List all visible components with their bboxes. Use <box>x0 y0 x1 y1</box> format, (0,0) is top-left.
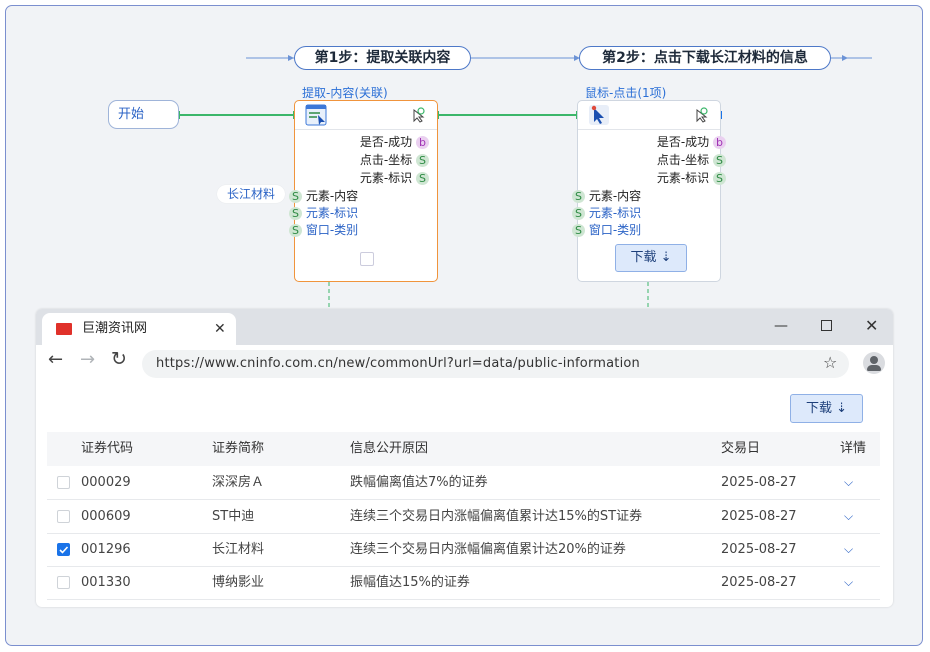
node1-input-content: S 元素-内容 <box>289 188 358 204</box>
table-row[interactable]: 000609 ST中迪 连续三个交易日内涨幅偏离值累计达15%的ST证券 202… <box>47 500 880 534</box>
tab-title: 巨潮资讯网 <box>82 321 148 336</box>
cell-date: 2025-08-27 <box>721 509 797 524</box>
expand-chevron-icon[interactable]: ⌵ <box>844 542 854 556</box>
cell-reason: 振幅值达15%的证券 <box>350 575 470 590</box>
node2-output-id: 元素-标识 S <box>657 170 726 186</box>
cell-date: 2025-08-27 <box>721 542 797 557</box>
cell-name: 长江材料 <box>212 542 265 557</box>
cell-name: 博纳影业 <box>212 575 265 590</box>
header-reason: 信息公开原因 <box>350 441 429 456</box>
node-mouse-click[interactable]: 是否-成功 b 点击-坐标 S 元素-标识 S S 元素-内容 S 元素-标识 … <box>572 100 726 282</box>
node2-title: 鼠标-点击(1项) <box>585 86 667 100</box>
cell-code: 001330 <box>81 575 131 590</box>
node2-download-button[interactable]: 下载 ⇣ <box>615 244 687 272</box>
node1-input-id: S 元素-标识 <box>289 205 358 221</box>
pointer-icon <box>413 107 425 123</box>
header-detail: 详情 <box>840 441 867 456</box>
row-checkbox[interactable] <box>57 476 70 489</box>
node1-output-id: 元素-标识 S <box>360 170 429 186</box>
node2-output-coords: 点击-坐标 S <box>657 152 726 168</box>
expand-chevron-icon[interactable]: ⌵ <box>844 475 854 489</box>
forward-icon[interactable]: → <box>80 349 96 370</box>
input-value-tag: 长江材料 <box>217 185 285 203</box>
url-field[interactable]: https://www.cninfo.com.cn/new/commonUrl?… <box>142 350 849 378</box>
table-header <box>47 432 880 466</box>
page-download-button[interactable]: 下载 ⇣ <box>790 394 863 423</box>
node1-checkbox[interactable] <box>360 252 374 266</box>
table-row[interactable]: 000029 深深房Ａ 跌幅偏离值达7%的证券 2025-08-27 ⌵ <box>47 466 880 500</box>
minimize-icon[interactable]: — <box>774 318 788 334</box>
back-icon[interactable]: ← <box>48 349 64 370</box>
cell-code: 001296 <box>81 542 131 557</box>
node2-output-success: 是否-成功 b <box>657 134 726 150</box>
site-favicon-icon <box>56 323 72 335</box>
step2-pill: 第2步：点击下载长江材料的信息 <box>579 46 831 70</box>
table-row[interactable]: 001296 长江材料 连续三个交易日内涨幅偏离值累计达20%的证券 2025-… <box>47 533 880 567</box>
cell-name: ST中迪 <box>212 509 255 524</box>
tab-bar: 巨潮资讯网 ✕ — ✕ <box>36 309 893 345</box>
node2-header <box>578 101 720 130</box>
bookmark-star-icon[interactable]: ☆ <box>823 353 838 372</box>
node1-input-window: S 窗口-类别 <box>289 222 358 238</box>
node2-input-window: S 窗口-类别 <box>572 222 641 238</box>
cell-code: 000609 <box>81 509 131 524</box>
extract-icon <box>305 104 327 126</box>
node1-title: 提取-内容(关联) <box>302 86 388 100</box>
tab-cninfo[interactable]: 巨潮资讯网 ✕ <box>42 313 236 345</box>
cell-date: 2025-08-27 <box>721 575 797 590</box>
node2-input-id: S 元素-标识 <box>572 205 641 221</box>
header-date: 交易日 <box>721 441 761 456</box>
row-checkbox[interactable] <box>57 576 70 589</box>
cell-reason: 连续三个交易日内涨幅偏离值累计达15%的ST证券 <box>350 509 643 524</box>
step1-pill: 第1步：提取关联内容 <box>294 46 471 70</box>
profile-avatar-icon[interactable] <box>863 352 885 374</box>
window-close-icon[interactable]: ✕ <box>865 316 879 335</box>
cell-reason: 跌幅偏离值达7%的证券 <box>350 475 488 490</box>
expand-chevron-icon[interactable]: ⌵ <box>844 575 854 589</box>
cell-code: 000029 <box>81 475 131 490</box>
header-name: 证券简称 <box>212 441 265 456</box>
expand-chevron-icon[interactable]: ⌵ <box>844 509 854 523</box>
cell-reason: 连续三个交易日内涨幅偏离值累计达20%的证券 <box>350 542 626 557</box>
node1-output-success: 是否-成功 b <box>360 134 429 150</box>
node1-header <box>295 101 437 130</box>
row-checkbox-checked[interactable] <box>57 543 70 556</box>
address-bar-row: ← → ↻ https://www.cninfo.com.cn/new/comm… <box>36 345 893 383</box>
restore-icon[interactable] <box>821 320 832 331</box>
pointer-icon <box>696 107 708 123</box>
cell-name: 深深房Ａ <box>212 475 265 490</box>
node-extract-content[interactable]: 是否-成功 b 点击-坐标 S 元素-标识 S S 元素-内容 S 元素-标识 … <box>289 100 438 282</box>
browser-window: 巨潮资讯网 ✕ — ✕ ← → ↻ https://www.cninfo.com… <box>36 309 893 607</box>
tab-close-icon[interactable]: ✕ <box>214 321 226 337</box>
header-code: 证券代码 <box>81 441 134 456</box>
cell-date: 2025-08-27 <box>721 475 797 490</box>
node1-output-coords: 点击-坐标 S <box>360 152 429 168</box>
row-checkbox[interactable] <box>57 510 70 523</box>
node2-input-content: S 元素-内容 <box>572 188 641 204</box>
mouse-click-icon <box>589 105 609 125</box>
table-row[interactable]: 001330 博纳影业 振幅值达15%的证券 2025-08-27 ⌵ <box>47 566 880 600</box>
reload-icon[interactable]: ↻ <box>111 348 127 370</box>
check-icon <box>59 546 69 554</box>
start-node[interactable]: 开始 <box>108 100 179 129</box>
